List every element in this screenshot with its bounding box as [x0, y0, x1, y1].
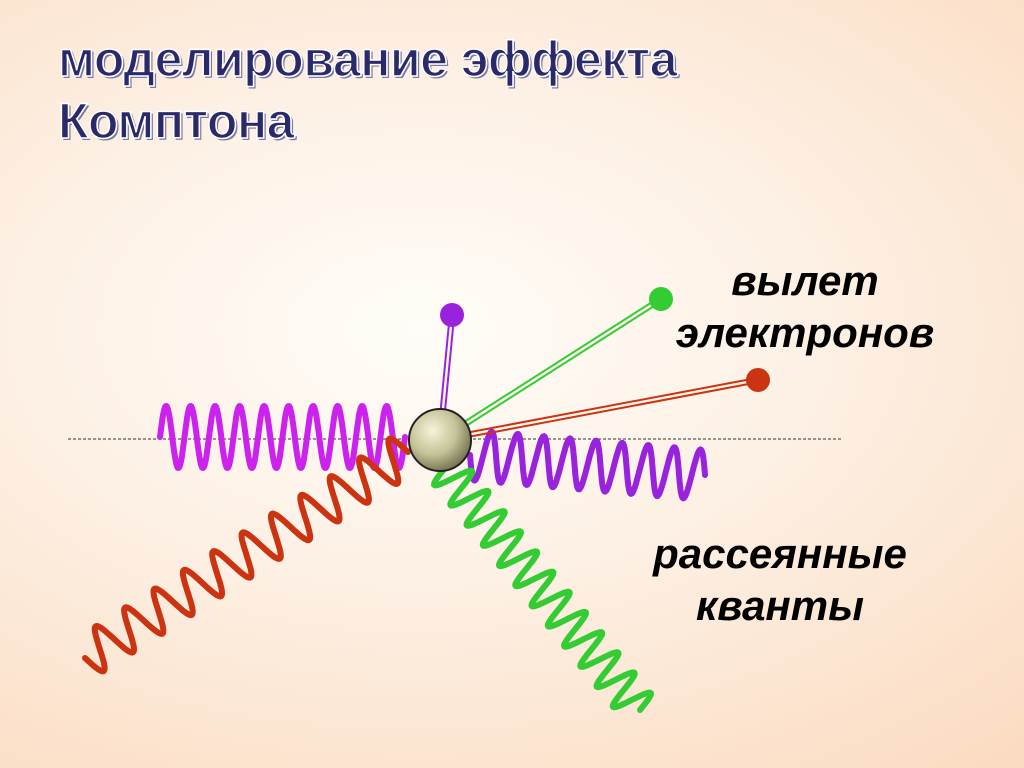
slide-title: моделирование эффекта Комптона: [57, 28, 678, 152]
electron-red-ball: [746, 368, 770, 392]
scattered-photon-green-wave: [431, 465, 654, 713]
electron-red-track: [439, 376, 759, 444]
scattered-photon-violet-wave: [467, 428, 708, 502]
electron-violet-ball: [440, 303, 464, 327]
electron-label-line-1: вылет: [731, 257, 879, 304]
quanta-label-line-2: кванты: [695, 582, 865, 629]
electron-green-ball: [649, 287, 673, 311]
quanta-label-line-1: рассеянные: [653, 530, 907, 577]
title-line-1: моделирование эффекта: [57, 30, 678, 88]
scattered-quanta-label: рассеянные кванты: [610, 528, 950, 632]
scattered-photon-red-wave: [82, 435, 411, 675]
electron-label-line-2: электронов: [675, 309, 935, 356]
title-line-2: Комптона: [57, 92, 295, 150]
incident-photon-wave: [157, 403, 408, 471]
target-atom: [408, 408, 472, 472]
electron-green-track: [438, 296, 663, 443]
electron-ejection-label: вылет электронов: [640, 255, 970, 359]
